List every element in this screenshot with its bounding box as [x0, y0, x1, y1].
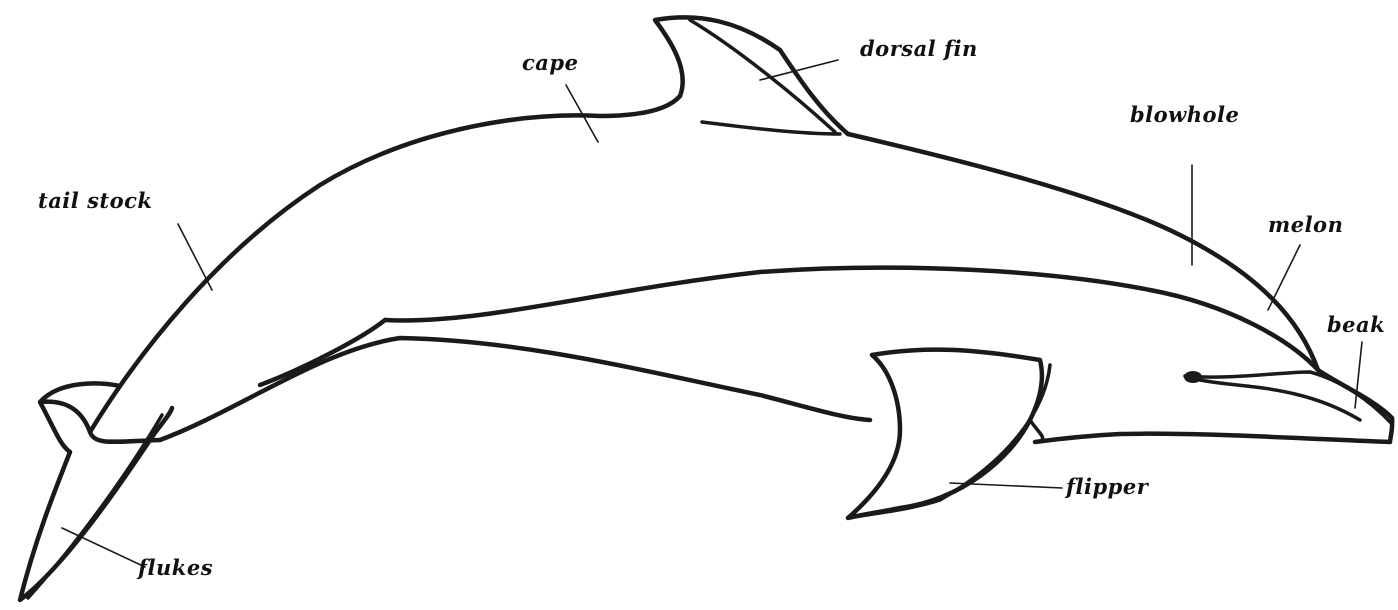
- mouth-line: [1185, 372, 1392, 424]
- tail-stock-leader: [178, 224, 212, 290]
- dolphin-head-outline: [848, 134, 1392, 418]
- label-beak: beak: [1327, 312, 1385, 337]
- belly-outline: [160, 338, 870, 440]
- dolphin-back-outline: [90, 96, 680, 432]
- label-cape: cape: [522, 50, 578, 75]
- flipper-inner-line: [848, 365, 1050, 518]
- label-flukes: flukes: [136, 555, 213, 580]
- label-flipper: flipper: [1064, 474, 1150, 499]
- label-blowhole: blowhole: [1130, 102, 1239, 127]
- mouth-inner-line: [1200, 380, 1360, 420]
- flipper-belly-join: [1030, 420, 1043, 442]
- body-pattern-line-lower: [260, 320, 385, 385]
- label-tail-stock: tail stock: [38, 188, 152, 213]
- melon-leader: [1268, 245, 1300, 310]
- beak-outline: [1035, 418, 1392, 442]
- body-pattern-line: [385, 268, 1318, 370]
- part-labels: cape dorsal fin blowhole tail stock melo…: [38, 36, 1385, 580]
- flipper-outline: [848, 350, 1042, 518]
- label-dorsal-fin: dorsal fin: [860, 36, 978, 61]
- eye: [1184, 371, 1202, 383]
- dorsal-fin-base-line: [702, 122, 840, 134]
- label-melon: melon: [1268, 212, 1343, 237]
- leader-lines: [62, 60, 1362, 567]
